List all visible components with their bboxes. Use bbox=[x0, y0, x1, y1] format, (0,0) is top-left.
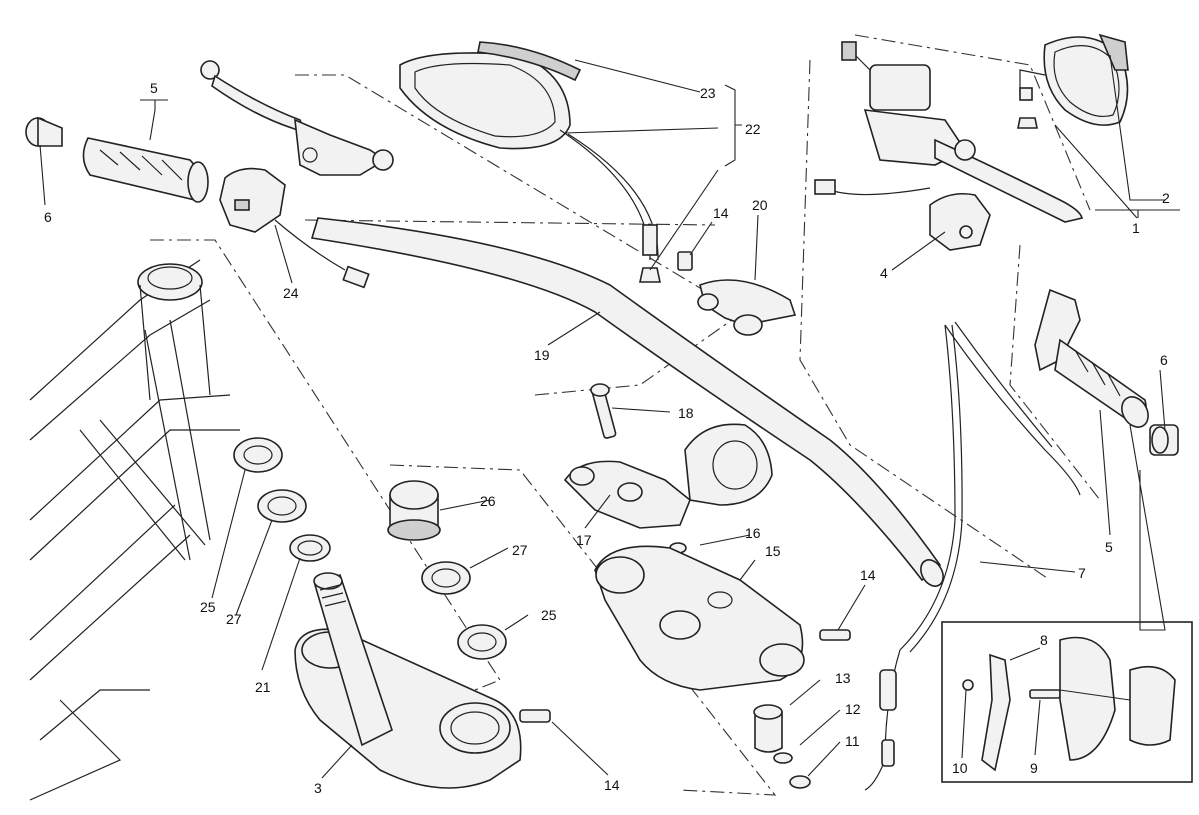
callout-23: 23 bbox=[700, 85, 716, 101]
callout-3: 3 bbox=[314, 780, 322, 796]
callout-21: 21 bbox=[255, 679, 271, 695]
ring-21 bbox=[289, 534, 331, 562]
callout-19: 19 bbox=[534, 347, 550, 363]
callout-25-right: 25 bbox=[541, 607, 557, 623]
bolt-18 bbox=[590, 383, 617, 439]
left-mirror bbox=[399, 41, 661, 283]
callouts: 5 6 24 23 22 14 20 19 2 1 4 6 5 7 8 9 10… bbox=[44, 80, 1170, 796]
callout-14-top: 14 bbox=[713, 205, 729, 221]
callout-9: 9 bbox=[1030, 760, 1038, 776]
seal-27-left bbox=[257, 489, 307, 523]
callout-25-left: 25 bbox=[200, 599, 216, 615]
lower-bearing-25 bbox=[233, 437, 283, 473]
right-brake-master bbox=[814, 41, 1083, 223]
callout-14-bottom: 14 bbox=[604, 777, 620, 793]
bushing-13 bbox=[753, 704, 783, 753]
callout-15: 15 bbox=[765, 543, 781, 559]
right-switch-4 bbox=[929, 192, 991, 251]
right-throttle-grip bbox=[1034, 288, 1149, 428]
washer-12 bbox=[773, 752, 793, 764]
callout-26: 26 bbox=[480, 493, 496, 509]
throttle-cables bbox=[864, 321, 1081, 791]
callout-2: 2 bbox=[1162, 190, 1170, 206]
callout-1: 1 bbox=[1132, 220, 1140, 236]
callout-22: 22 bbox=[745, 121, 761, 137]
callout-5-left-grip: 5 bbox=[150, 80, 158, 96]
callout-16: 16 bbox=[745, 525, 761, 541]
callout-14-right: 14 bbox=[860, 567, 876, 583]
left-switch-24 bbox=[219, 167, 370, 289]
inset-detail bbox=[941, 621, 1193, 783]
nut-11 bbox=[789, 775, 811, 789]
callout-12: 12 bbox=[845, 701, 861, 717]
right-mirror bbox=[1017, 33, 1129, 129]
callout-7: 7 bbox=[1078, 565, 1086, 581]
callout-6-left: 6 bbox=[44, 209, 52, 225]
frame bbox=[29, 259, 240, 801]
assembly-guide-lines bbox=[150, 34, 1101, 796]
callout-18: 18 bbox=[678, 405, 694, 421]
callout-27-left: 27 bbox=[226, 611, 242, 627]
leader-lines bbox=[39, 54, 1180, 779]
bolt-14-top bbox=[677, 251, 693, 271]
top-yoke-15 bbox=[594, 545, 851, 691]
callout-8: 8 bbox=[1040, 632, 1048, 648]
callout-20: 20 bbox=[752, 197, 768, 213]
nut-26 bbox=[387, 480, 441, 541]
left-bar-end-weight bbox=[25, 116, 63, 147]
callout-5-right-grip: 5 bbox=[1105, 539, 1113, 555]
upper-bearing-25 bbox=[457, 624, 507, 660]
right-bar-end-weight bbox=[1149, 424, 1179, 456]
handlebar-19 bbox=[310, 217, 944, 587]
callout-6-right: 6 bbox=[1160, 352, 1168, 368]
callout-24: 24 bbox=[283, 285, 299, 301]
seal-27-right bbox=[421, 561, 471, 595]
upper-clamp-17 bbox=[563, 423, 773, 529]
callout-11: 11 bbox=[845, 733, 860, 749]
riser-clamp bbox=[697, 279, 797, 336]
left-grip bbox=[82, 137, 209, 203]
callout-10: 10 bbox=[952, 760, 968, 776]
callout-4: 4 bbox=[880, 265, 888, 281]
callout-13: 13 bbox=[835, 670, 851, 686]
left-clutch-lever bbox=[200, 60, 394, 176]
bottom-yoke-3 bbox=[294, 572, 551, 789]
callout-17: 17 bbox=[576, 532, 592, 548]
callout-27-right: 27 bbox=[512, 542, 528, 558]
